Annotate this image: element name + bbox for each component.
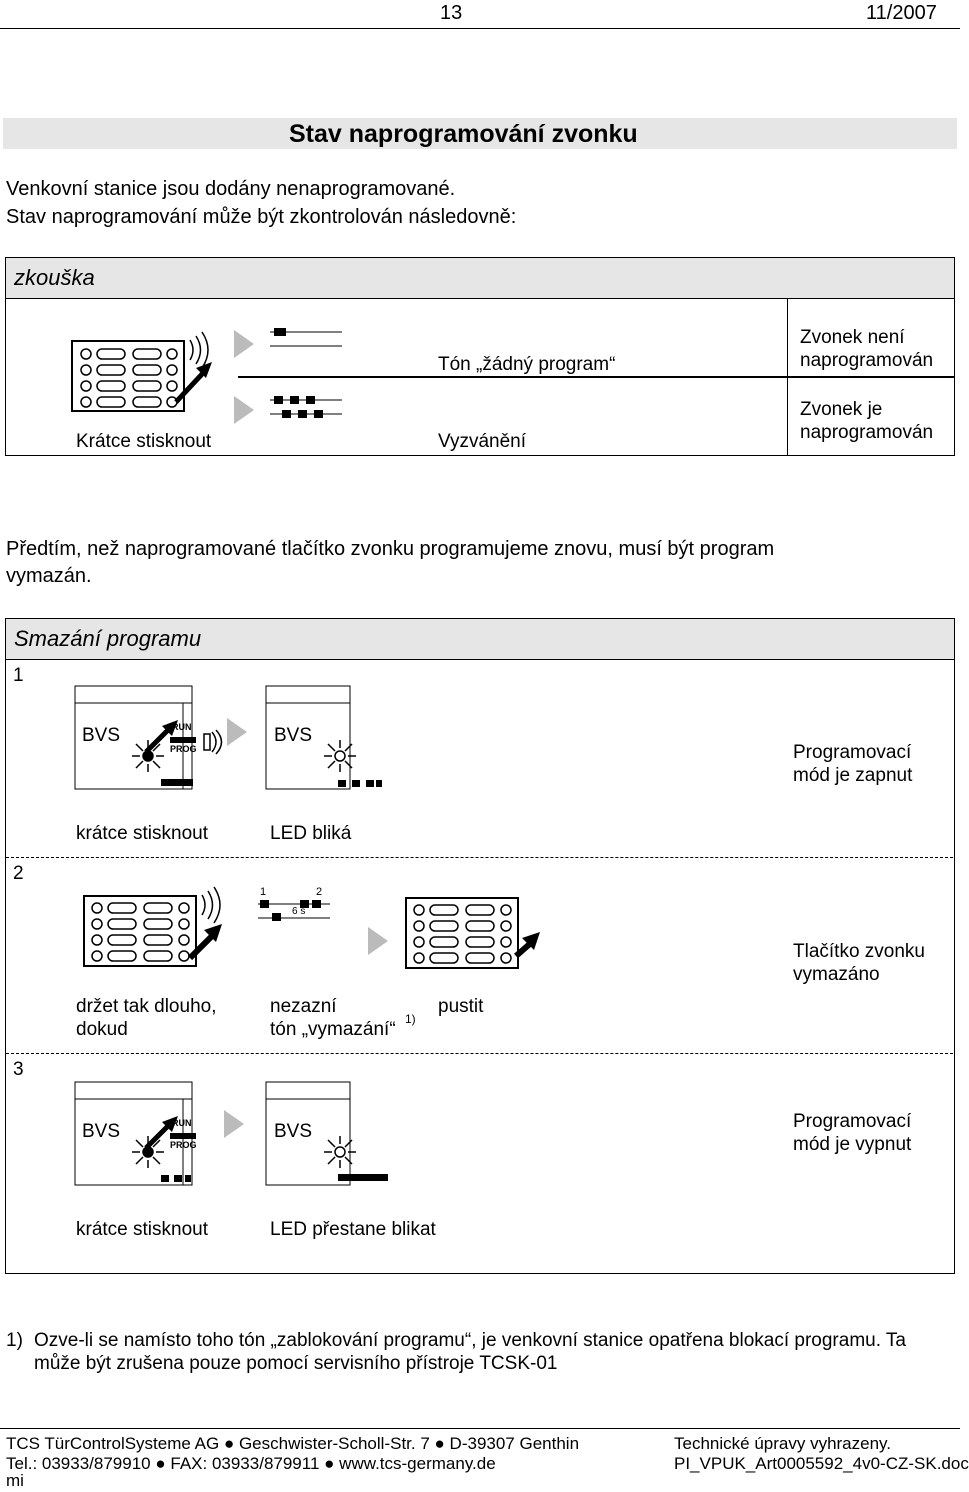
bvs-label-3b: BVS (274, 1121, 313, 1142)
step-3-number: 3 (13, 1059, 24, 1080)
timing-label-6s: 6 s (292, 906, 306, 917)
footer-street: Geschwister-Scholl-Str. 7 (238, 1434, 430, 1453)
step-1-number: 1 (13, 665, 24, 686)
step-3-result-1: Programovací (793, 1111, 912, 1132)
page-title: Stav naprogramování zvonku (289, 120, 638, 148)
step-2-hold-2: dokud (76, 1019, 128, 1040)
footer-web[interactable]: www.tcs-germany.de (339, 1454, 496, 1473)
footer-doc-id: PI_VPUK_Art0005592_4v0-CZ-SK.doc (674, 1454, 969, 1473)
arrow-right-icon (368, 927, 388, 955)
run-label-3: RUN (172, 1118, 192, 1128)
bullet-icon: ● (434, 1434, 445, 1453)
keypad-icon-released (405, 897, 540, 969)
ring-signal-icon (270, 396, 342, 418)
footnote-mark: 1) (6, 1330, 23, 1351)
step-2-release: pustit (438, 996, 484, 1017)
tone-signal-icon (270, 328, 342, 347)
delete-box-header (6, 619, 954, 660)
footer-rule (0, 1428, 960, 1429)
bullet-icon: ● (324, 1454, 335, 1473)
bullet-icon: ● (155, 1454, 166, 1473)
test-box-header (6, 258, 954, 299)
intro-line-1: Venkovní stanice jsou dodány nenaprogram… (6, 178, 456, 200)
page-number: 13 (440, 2, 463, 24)
step-2-result-1: Tlačítko zvonku (793, 941, 925, 962)
footer-wrap: mi (6, 1471, 24, 1490)
arrow-right-icon-2 (234, 396, 254, 424)
step-1-result-1: Programovací (793, 742, 912, 763)
footnote-line-2: může být zrušena pouze pomocí servisního… (34, 1353, 558, 1374)
delete-heading: Smazání programu (14, 626, 202, 651)
step-3-press: krátce stisknout (76, 1219, 208, 1240)
run-label-1: RUN (172, 722, 192, 732)
before-text-line-1: Předtím, než naprogramované tlačítko zvo… (6, 538, 775, 560)
step-2-tone-2: tón „vymazání“ (270, 1019, 396, 1040)
result-not-programmed-2: naprogramován (800, 350, 934, 371)
footer-city: D-39307 Genthin (449, 1434, 580, 1453)
test-heading: zkouška (14, 265, 95, 290)
press-label: Krátce stisknout (76, 431, 212, 452)
footer-tel: Tel.: 03933/879910 (6, 1454, 151, 1473)
footer-fax: FAX: 03933/879911 (170, 1454, 320, 1473)
step-2-tone-1: nezazní (270, 996, 337, 1017)
step-3-result-2: mód je vypnut (793, 1134, 912, 1155)
step-2-tone-footnote-mark: 1) (405, 1012, 416, 1026)
result-divider-h (238, 376, 954, 378)
footer-company: TCS TürControlSysteme AG (6, 1434, 220, 1453)
run-prog-switch-icon (170, 737, 196, 743)
bvs-label-1b: BVS (274, 725, 313, 746)
intro-line-2: Stav naprogramování může být zkontrolová… (6, 206, 517, 228)
tone-no-program-label: Tón „žádný program“ (438, 354, 616, 375)
result-programmed-2: naprogramován (800, 422, 934, 443)
header-rule (0, 28, 960, 29)
footer-contact: Tel.: 03933/879910 ● FAX: 03933/879911 ●… (6, 1452, 496, 1475)
step-2-result-2: vymazáno (793, 964, 880, 985)
delete-box: Smazání programu (5, 618, 955, 1274)
step-1-result-2: mód je zapnut (793, 765, 913, 786)
document-date: 11/2007 (866, 2, 937, 24)
timing-signal-icon (258, 900, 330, 921)
bullet-icon: ● (223, 1434, 235, 1453)
footnote-line-1: Ozve-li se namísto toho tón „zablokování… (34, 1330, 906, 1351)
prog-label-3: PROG (170, 1140, 197, 1150)
step-2-hold-1: držet tak dlouho, (76, 996, 217, 1017)
footer-address: TCS TürControlSysteme AG ● Geschwister-S… (6, 1432, 579, 1455)
prog-label-1: PROG (170, 744, 197, 754)
title-bar: Stav naprogramování zvonku (3, 118, 957, 149)
timing-label-2: 2 (316, 886, 323, 898)
arrow-right-icon (234, 330, 254, 358)
ringing-label: Vyzvánění (438, 431, 527, 452)
arrow-right-icon (227, 718, 247, 746)
step-divider-1 (6, 857, 953, 858)
step-3-led: LED přestane blikat (270, 1219, 436, 1240)
footer-rights: Technické úpravy vyhrazeny. (674, 1434, 892, 1453)
step-1-press: krátce stisknout (76, 823, 208, 844)
before-text-line-2: vymazán. (6, 565, 92, 587)
step-divider-2 (6, 1053, 953, 1054)
keypad-icon (83, 886, 222, 967)
bvs-label-3a: BVS (82, 1121, 121, 1142)
timing-label-1: 1 (260, 886, 267, 898)
test-box: zkouška (5, 257, 955, 456)
bvs-label-1a: BVS (82, 725, 121, 746)
result-programmed-1: Zvonek je (800, 399, 883, 420)
step-1-led: LED bliká (270, 823, 352, 844)
keypad-icon (71, 331, 212, 412)
arrow-right-icon (224, 1110, 244, 1138)
result-not-programmed-1: Zvonek není (800, 327, 905, 348)
step-2-number: 2 (13, 863, 24, 884)
